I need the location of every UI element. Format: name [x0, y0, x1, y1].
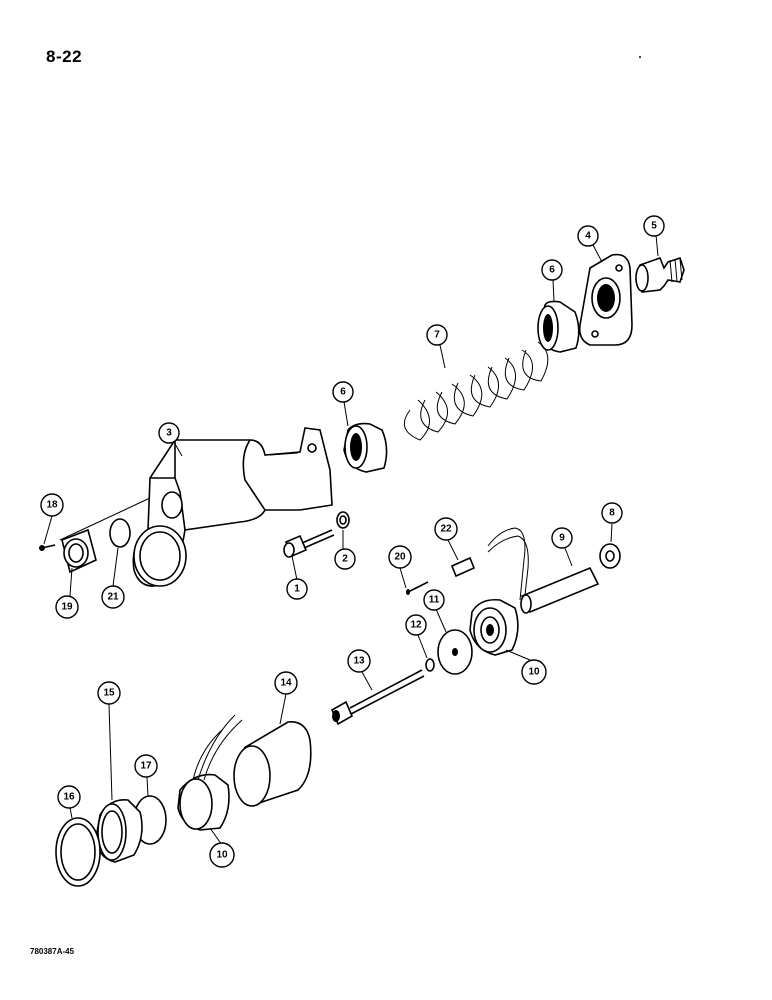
svg-text:17: 17	[140, 761, 152, 772]
callout-10-lower: 10	[209, 842, 235, 868]
svg-text:11: 11	[429, 595, 440, 606]
callout-18: 18	[40, 493, 64, 517]
callout-12: 12	[405, 614, 427, 636]
callout-3: 3	[158, 422, 180, 444]
part-22-sleeve	[450, 556, 476, 578]
callout-6-upper: 6	[541, 259, 563, 281]
svg-text:4: 4	[585, 231, 591, 242]
svg-text:1: 1	[294, 584, 300, 595]
sensor-wires	[487, 527, 529, 605]
part-3-housing	[132, 427, 333, 587]
part-19-connector	[61, 528, 97, 574]
callout-6-lower: 6	[332, 381, 354, 403]
svg-text:3: 3	[166, 428, 172, 439]
print-speck	[639, 56, 641, 58]
callout-10-upper: 10	[521, 659, 547, 685]
figure-code: 780387A-45	[30, 947, 75, 956]
callout-7: 7	[426, 324, 448, 346]
callout-17: 17	[134, 754, 158, 778]
svg-text:9: 9	[559, 533, 565, 544]
svg-text:14: 14	[280, 678, 292, 689]
svg-text:8: 8	[609, 508, 615, 519]
assembly-line-19	[59, 497, 151, 541]
part-1-bolt	[283, 529, 335, 558]
part-2-washer	[336, 511, 350, 529]
part-13-long-bolt	[330, 669, 425, 726]
callout-1: 1	[286, 578, 308, 600]
part-8-washer	[599, 543, 621, 569]
svg-text:20: 20	[394, 552, 406, 563]
svg-text:6: 6	[549, 265, 555, 276]
svg-text:10: 10	[528, 667, 540, 678]
part-10-sensor-lower	[177, 714, 243, 831]
callout-9: 9	[551, 527, 573, 549]
callout-13: 13	[347, 649, 371, 673]
callout-22: 22	[434, 517, 458, 541]
part-6-bushing-upper	[537, 300, 580, 353]
part-16-snap-ring	[55, 817, 101, 887]
callout-14: 14	[274, 671, 298, 695]
svg-text:2: 2	[342, 554, 348, 565]
callout-2: 2	[334, 548, 356, 570]
part-20-pin	[406, 581, 429, 595]
svg-text:6: 6	[340, 387, 346, 398]
part-10-sensor-upper	[469, 598, 519, 656]
svg-text:12: 12	[410, 620, 422, 631]
svg-text:21: 21	[107, 592, 119, 603]
part-9-shaft	[520, 566, 600, 614]
svg-text:18: 18	[46, 500, 58, 511]
part-11-disc	[437, 629, 473, 675]
part-12-washer	[425, 658, 435, 672]
svg-text:10: 10	[216, 850, 228, 861]
callout-8: 8	[601, 502, 623, 524]
svg-text:7: 7	[434, 330, 440, 341]
part-15-plug	[95, 798, 143, 863]
svg-text:5: 5	[651, 221, 657, 232]
callout-11: 11	[423, 589, 445, 611]
callout-19: 19	[55, 595, 79, 619]
part-21-o-ring	[109, 518, 131, 548]
svg-text:13: 13	[353, 656, 365, 667]
leader-lines	[43, 234, 659, 846]
page-number: 8-22	[46, 47, 83, 66]
callout-5: 5	[643, 215, 665, 237]
part-7-spring	[403, 341, 549, 441]
svg-text:19: 19	[61, 602, 73, 613]
callout-16: 16	[57, 785, 81, 809]
svg-text:15: 15	[103, 688, 115, 699]
svg-text:16: 16	[63, 792, 75, 803]
part-4-flange-plate	[578, 253, 633, 346]
svg-text:22: 22	[440, 524, 452, 535]
callout-20: 20	[388, 545, 412, 569]
part-6-bushing-lower	[343, 422, 388, 473]
callout-15: 15	[97, 681, 121, 705]
callout-21: 21	[101, 585, 125, 609]
callout-4: 4	[577, 225, 599, 247]
part-14-sleeve	[233, 721, 312, 807]
part-5-fitting	[635, 256, 685, 293]
part-18-screw	[39, 544, 56, 551]
